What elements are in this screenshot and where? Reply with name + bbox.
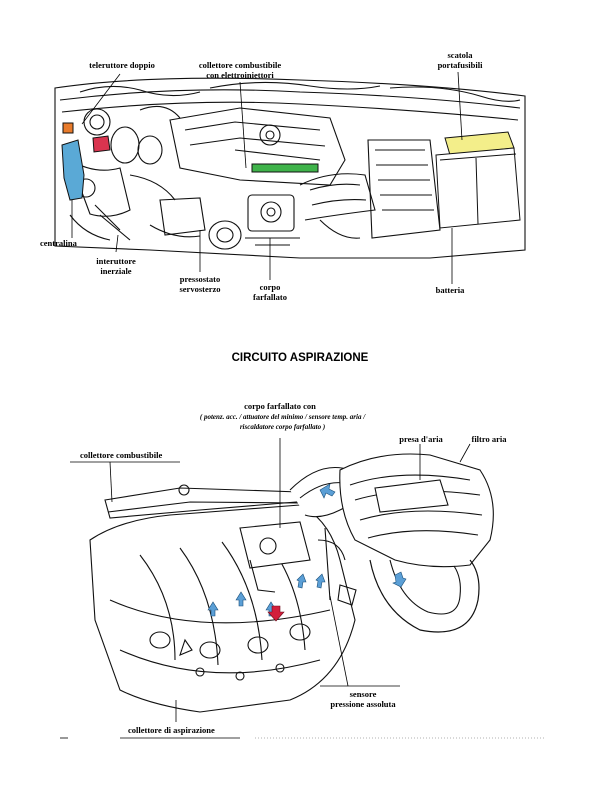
bottom-leader-lines	[60, 438, 545, 739]
airflow-arrow	[319, 483, 336, 499]
label-batteria: batteria	[435, 285, 465, 295]
label-presa-aria: presa d'aria	[399, 434, 443, 444]
battery	[435, 147, 521, 229]
label-line: sensore	[349, 689, 377, 699]
airflow-arrow	[315, 573, 326, 589]
label-scatola-portafusibili: scatola portafusibili	[425, 50, 495, 70]
airflow-arrow	[207, 601, 219, 617]
label-line: con elettroiniettori	[206, 70, 274, 80]
label-line: farfallato	[253, 292, 287, 302]
label-pressostato-servosterzo: pressostato servosterzo	[170, 274, 230, 294]
centralina-highlight	[61, 139, 85, 201]
label-corpo-farfallato-con: corpo farfallato con	[244, 401, 316, 411]
airflow-arrow	[296, 573, 307, 589]
label-line: collettore combustibile	[198, 60, 282, 70]
label-interuttore-inerziale: interuttore inerziale	[86, 256, 146, 276]
label-collettore-combustibile: collettore combustibile	[80, 450, 163, 460]
label-line: riscaldatore corpo farfallato )	[239, 423, 326, 431]
label-line: pressostato	[179, 274, 221, 284]
label-line: inerziale	[100, 266, 132, 276]
label-filtro-aria: filtro aria	[471, 434, 507, 444]
label-corpo-note: ( potenz. acc. / attuatore del minimo / …	[165, 412, 400, 432]
airflow-arrow	[235, 591, 247, 607]
label-sensore-pressione: sensore pressione assoluta	[318, 689, 408, 709]
airflow-arrow	[392, 571, 407, 588]
label-line: servosterzo	[179, 284, 221, 294]
intake-circuit-drawing	[89, 453, 494, 713]
label-line: corpo	[259, 282, 281, 292]
label-line: interuttore	[96, 256, 136, 266]
section-title: CIRCUITO ASPIRAZIONE	[231, 352, 369, 364]
top-leader-lines	[71, 71, 463, 284]
label-line: scatola	[447, 50, 473, 60]
label-teleruttore-doppio: teleruttore doppio	[89, 60, 155, 70]
label-line: ( potenz. acc. / attuatore del minimo / …	[199, 413, 366, 421]
label-centralina: centralina	[40, 238, 77, 248]
collettore-highlight	[251, 163, 319, 173]
label-line: portafusibili	[437, 60, 483, 70]
label-collettore-elettroiniettori: collettore combustibile con elettroiniet…	[185, 60, 295, 80]
air-flow-arrows	[207, 483, 407, 617]
teleruttore-small-highlight	[62, 122, 74, 134]
label-line: pressione assoluta	[330, 699, 396, 709]
label-corpo-farfallato: corpo farfallato	[240, 282, 300, 302]
return-arrow	[267, 605, 285, 622]
teleruttore-highlight	[92, 135, 111, 153]
label-collettore-aspirazione: collettore di aspirazione	[128, 725, 215, 735]
